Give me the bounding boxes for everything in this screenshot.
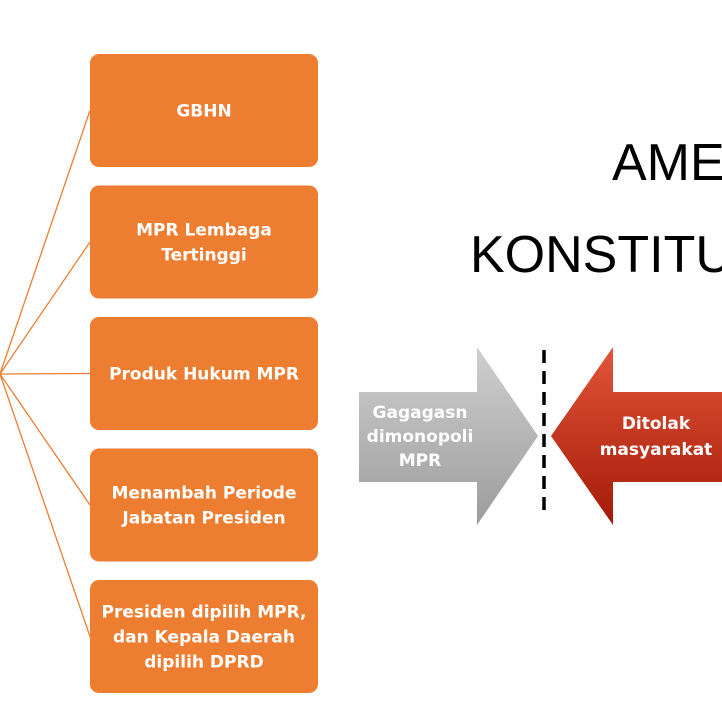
right-arrow-shape: [551, 347, 722, 525]
box-label-line: Tertinggi: [161, 246, 246, 266]
box-label-line: dan Kepala Daerah: [113, 628, 295, 648]
left-arrow-label-1: Gagagasn: [373, 403, 468, 423]
box-item: GBHN: [90, 54, 318, 167]
box-item: Produk Hukum MPR: [90, 317, 318, 430]
connector-line: [0, 372, 91, 375]
connector-line: [0, 110, 91, 375]
box-shape: [90, 54, 318, 167]
connector-line: [0, 241, 91, 375]
box-label-line: dipilih DPRD: [144, 653, 263, 673]
box-shape: [90, 317, 318, 430]
box-label-line: Jabatan Presiden: [121, 509, 285, 529]
left-arrow: Gagagasn dimonopoli MPR: [359, 347, 538, 525]
box-label-line: Presiden dipilih MPR,: [102, 603, 307, 623]
connector-line: [0, 373, 91, 506]
right-arrow-label-2: masyarakat: [600, 440, 713, 460]
box-item: Presiden dipilih MPR, dan Kepala Daerah di…: [90, 580, 318, 693]
title: AME KONSTITUS: [470, 134, 722, 284]
box-label-line: GBHN: [176, 102, 231, 122]
title-line-1: AME: [612, 134, 722, 192]
left-arrow-label-3: MPR: [399, 451, 441, 471]
box-label-line: Menambah Periode: [112, 484, 297, 504]
left-arrow-label-2: dimonopoli: [367, 427, 474, 447]
box-label-line: MPR Lembaga: [136, 221, 272, 241]
box-shape: [90, 580, 318, 693]
box-label-line: Produk Hukum MPR: [109, 365, 299, 385]
box-shape: [90, 448, 318, 562]
box-shape: [90, 185, 318, 299]
right-arrow-label-1: Ditolak: [622, 414, 691, 434]
connector-line: [0, 373, 91, 637]
title-line-2: KONSTITUS: [470, 226, 722, 284]
left-arrow-shape: [359, 347, 538, 525]
right-arrow: Ditolak masyarakat: [551, 347, 722, 525]
connector-lines: [0, 110, 91, 637]
